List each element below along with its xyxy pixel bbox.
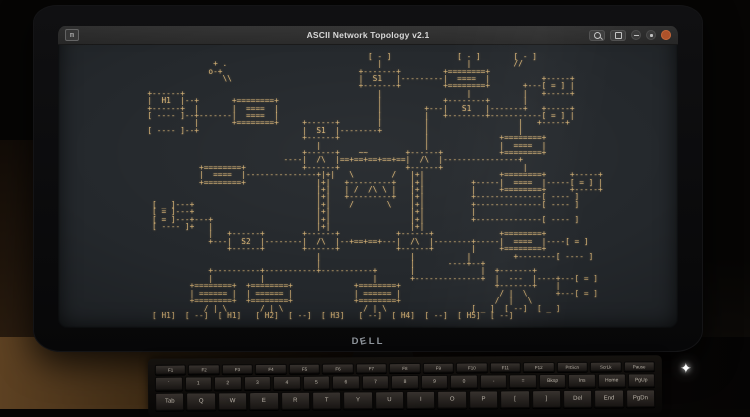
keyboard-key: F8 [389, 362, 421, 374]
sparkle-decoration: ✦ [680, 360, 692, 376]
dell-letter: L [368, 336, 377, 347]
terminal-viewport[interactable]: [ - ] [ - ] [ - ] + . | | // o-+ +------… [58, 44, 678, 328]
minimize-button[interactable] [631, 30, 641, 40]
keyboard-key: 7 [361, 375, 390, 390]
keyboard-key: Ins [568, 373, 596, 388]
layout-button[interactable] [610, 29, 626, 41]
search-icon [593, 31, 601, 39]
keyboard-key: 1 [184, 376, 213, 391]
keyboard-key: - [479, 374, 508, 389]
ascii-topology-art: [ - ] [ - ] [ - ] + . | | // o-+ +------… [147, 51, 603, 320]
minimize-icon [633, 34, 639, 36]
keyboard-key: End [594, 389, 624, 408]
keyboard-key: Del [562, 389, 593, 408]
keyboard-key: F11 [489, 362, 522, 373]
keyboard-key: F2 [188, 364, 220, 375]
keyboard-key: F3 [221, 364, 254, 375]
keyboard-key: 2 [213, 376, 242, 391]
keyboard-key: T [311, 391, 342, 410]
keyboard-key: 5 [302, 375, 331, 390]
keyboard-key: 8 [391, 374, 419, 390]
keyboard-key: PgDn [625, 389, 656, 408]
keyboard-key: F12 [522, 361, 555, 373]
keyboard-key: P [468, 390, 499, 409]
keyboard-key: ` [154, 376, 183, 391]
keyboard-key: Bksp [538, 373, 567, 389]
keyboard-key: F5 [288, 363, 321, 374]
maximize-button[interactable] [646, 30, 656, 40]
keyboard-key: 6 [332, 375, 360, 390]
keyboard-key: PgUp [627, 373, 656, 388]
keyboard-key: 9 [420, 374, 449, 389]
keyboard-key: F1 [154, 364, 187, 375]
keyboard-key: W [217, 392, 248, 411]
keyboard-key: 0 [450, 374, 478, 389]
keyboard-key: F6 [322, 363, 354, 374]
layout-icon [614, 31, 622, 39]
keyboard-key: E [249, 391, 279, 411]
keyboard-key: ] [531, 389, 562, 409]
monitor: m ASCII Network Topology v2.1 [33, 5, 703, 352]
keyboard-key: Pause [623, 361, 655, 372]
app-icon: m [65, 29, 79, 41]
screen: m ASCII Network Topology v2.1 [58, 26, 678, 328]
keyboard-key: [ [500, 390, 530, 409]
keyboard-key: F4 [255, 363, 287, 375]
dell-logo: DELL [33, 335, 703, 348]
close-button[interactable] [661, 30, 671, 40]
keyboard-key: Y [343, 391, 373, 410]
keyboard-key: R [280, 391, 311, 410]
dell-letter: L [376, 336, 385, 347]
window-controls [589, 29, 671, 41]
maximize-icon [649, 33, 653, 37]
keyboard-key: = [509, 374, 537, 389]
keyboard-key: Home [597, 373, 626, 388]
keyboard-key: 3 [243, 375, 272, 391]
window-title: ASCII Network Topology v2.1 [306, 30, 430, 40]
keyboard-key: F10 [456, 362, 488, 373]
search-button[interactable] [589, 29, 605, 41]
keyboard-key: ScrLk [589, 361, 622, 372]
keyboard-key: Q [186, 392, 216, 411]
keyboard-key: U [374, 391, 405, 410]
keyboard-key: I [406, 390, 436, 409]
keyboard-key: Tab [155, 392, 185, 411]
keyboard-key: PrtScn [556, 361, 588, 372]
titlebar: m ASCII Network Topology v2.1 [58, 26, 678, 45]
keyboard-key: F7 [355, 363, 388, 374]
keyboard-key: 4 [273, 375, 301, 390]
keyboard-key: O [437, 390, 467, 409]
keyboard-key: F9 [422, 362, 455, 373]
